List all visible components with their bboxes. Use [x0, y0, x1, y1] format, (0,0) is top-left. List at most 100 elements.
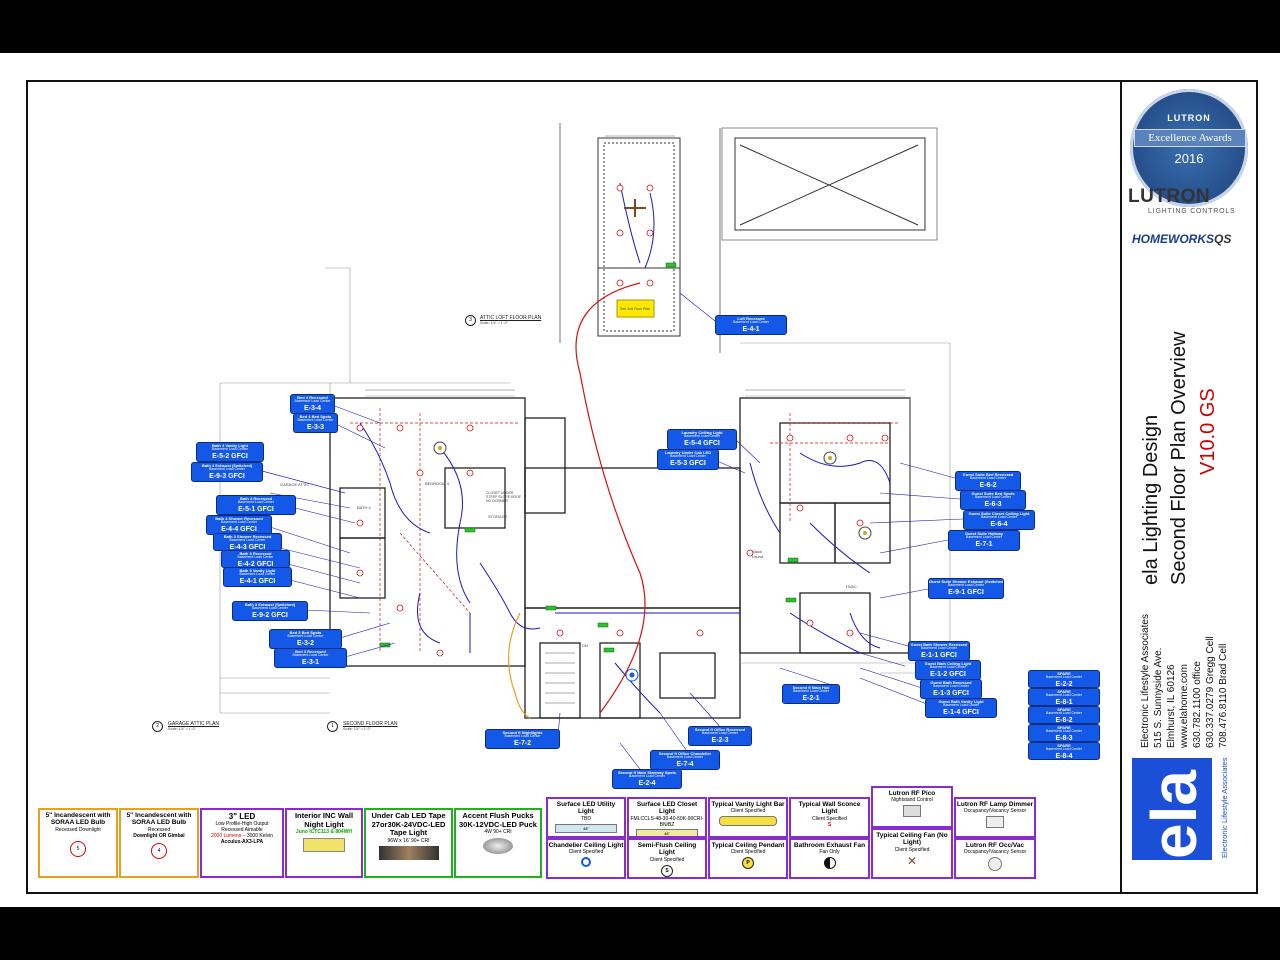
closet-label: CLOSET UNDER STEEP SLOPE ROOF. NO DORMER: [486, 491, 522, 503]
circuit-tag[interactable]: Bath 4 Exhaust (Switched)Basement Load C…: [191, 462, 263, 482]
address-line-2: Elmhurst, IL 60126: [1166, 664, 1177, 748]
night-light-icon: [303, 838, 345, 853]
utility-light-bar: 48": [555, 823, 617, 833]
attic-ceiling-fan: [624, 199, 646, 217]
garage-attic-plan-number: 2: [152, 721, 163, 732]
pendant-fixtures: [433, 441, 872, 682]
project-title: ela Lighting Design: [1140, 414, 1162, 585]
lamp-dimmer-icon: [986, 816, 1004, 829]
award-brand: LUTRON: [1167, 113, 1211, 123]
wall-sconce-icon: S: [827, 821, 832, 828]
legend-item-soraa-gimbal: 5" Incandescent with SORAA LED Bulb Rece…: [119, 808, 199, 878]
legend-item-pendant: Typical Ceiling Pendant Client Specified…: [708, 838, 788, 879]
website-link[interactable]: www.elahome.com: [1179, 664, 1190, 748]
pendant-icon: P: [742, 857, 754, 870]
occupancy-sensor-icon: [988, 857, 1002, 872]
bath-label: BATH 4: [357, 505, 371, 510]
legend-item-occ-vac: Lutron RF Occ/Vac Occupancy/Vacancy Sens…: [954, 838, 1036, 879]
award-year: 2016: [1174, 151, 1204, 166]
legend-item-led-tape: Under Cab LED Tape 27or30K-24VDC-LED Tap…: [364, 808, 453, 878]
attic-loft-plan-number: 3: [465, 315, 476, 326]
flush-puck-icon: [483, 838, 513, 855]
office-phone: 630.782.1100 office: [1192, 661, 1203, 748]
legend-item-soraa-downlight: 5" Incandescent with SORAA LED Bulb Rece…: [38, 808, 118, 878]
garage-attic-plan-title: GARAGE ATTIC PLAN: [168, 721, 220, 727]
lutron-award-badge: LUTRON Excellence Awards 2016: [1130, 89, 1248, 207]
ceiling-fan-icon: ✕: [906, 853, 918, 868]
legend-item-flush-puck: Accent Flush Pucks 30K-12VDC-LED Puck 4W…: [454, 808, 542, 878]
stack-laundry-label: Stack Laund: [752, 549, 764, 559]
homeworks-logo: HOMEWORKSQS: [1132, 232, 1232, 246]
second-floor-plan-number: 1: [327, 721, 338, 732]
title-block-divider: [1120, 80, 1122, 894]
brad-phone: 708.476.8110 Brad Cell: [1218, 643, 1229, 748]
sheet-border: [26, 80, 1258, 894]
down-label: DN: [582, 643, 588, 648]
garage-attic-plan-scale: Scale: 1/4" = 1'-0": [168, 727, 196, 731]
ela-logo-subtitle: Electronic Lifestyle Associates: [1220, 757, 1229, 858]
gregg-phone: 630.337.0279 Gregg Cell: [1205, 636, 1216, 748]
lutron-wordmark: LUTRON: [1128, 186, 1211, 207]
storage-label: STORAGE: [488, 514, 508, 519]
second-floor-plan-scale: Scale: 1/4" = 1'-0": [343, 727, 371, 731]
second-floor-plan-title: SECOND FLOOR PLAN: [343, 721, 398, 727]
attic-loft-plan-title: ATTIC LOFT FLOOR PLAN: [480, 315, 542, 321]
award-title: Excellence Awards: [1134, 129, 1246, 147]
bedroom-label: BEDROOM 4: [425, 481, 450, 486]
pico-remote-icon: [903, 805, 921, 818]
legend-item-utility-light: Surface LED Utility Light TBD 48": [546, 797, 626, 838]
sheet-title: Second Floor Plan Overview: [1168, 331, 1190, 585]
legend-item-exhaust-fan: Bathroom Exhaust Fan Fan Only: [789, 838, 870, 879]
drawing-sheet: 3 ATTIC LOFT FLOOR PLAN Scale: 1/4" = 1'…: [0, 53, 1280, 907]
lutron-subtitle: LIGHTING CONTROLS: [1148, 208, 1236, 215]
legend-item-3in-led: 3" LED Low Profile-High Output Recessed …: [200, 808, 284, 878]
ela-logo-text: ela: [1138, 770, 1210, 859]
recessed-downlight-icon: 5: [70, 840, 86, 857]
see-plan-label: See 2nd Floor Plan: [620, 307, 650, 311]
led-tape-icon: [378, 845, 439, 860]
exhaust-fan-icon: [823, 857, 836, 870]
legend-item-ceiling-fan: Typical Ceiling Fan (No Light) Client Sp…: [871, 828, 953, 879]
legend-item-semi-flush: Semi-Flush Ceiling Light Client Specifie…: [627, 838, 707, 879]
floor-plan-drawing: [219, 123, 964, 778]
company-name: Electronic Lifestyle Associates: [1140, 614, 1151, 748]
vanity-bar-icon: [719, 816, 777, 827]
gimbal-downlight-icon: 4: [151, 842, 167, 859]
circuit-tag[interactable]: Bath 3 Exhaust (Switched)Basement Load C…: [232, 601, 308, 621]
closet-light-bar: 48": [636, 828, 698, 836]
chandelier-icon: [581, 857, 591, 868]
ela-logo: ela Electronic Lifestyle Associates: [1132, 758, 1238, 860]
circuit-tag[interactable]: Guest Suite Shower Exhaust (Switched)Bas…: [928, 578, 1004, 599]
